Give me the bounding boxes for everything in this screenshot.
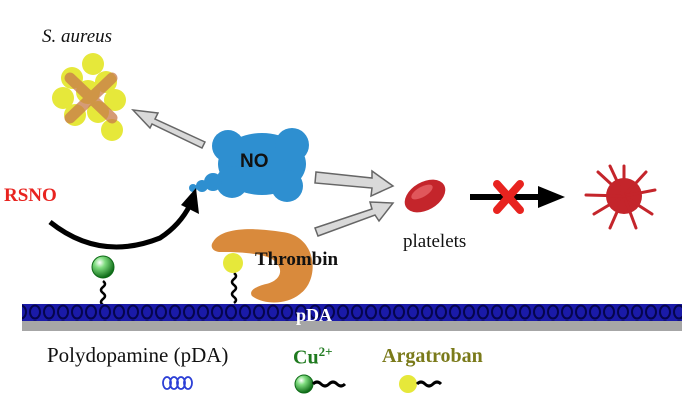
rsno-arrow [48, 188, 199, 250]
pda-surface [22, 304, 682, 331]
pda-label: pDA [296, 305, 333, 325]
legend-copper-label: Cu2+ [293, 345, 333, 368]
legend-argatroban-label: Argatroban [382, 345, 483, 367]
s-aureus-label: S. aureus [42, 26, 113, 47]
no-cloud-icon [189, 128, 309, 202]
legend-pda-label: Polydopamine (pDA) [47, 343, 229, 367]
argatroban-sphere-icon [399, 375, 443, 393]
activated-platelet-icon [584, 164, 657, 230]
cu-charge: 2+ [318, 344, 333, 359]
arrow-no-to-platelets [314, 169, 395, 198]
rsno-label: RSNO [4, 185, 57, 206]
copper-sphere-icon [294, 374, 347, 394]
arrow-to-bacteria [131, 109, 207, 149]
platelets-label: platelets [403, 231, 467, 252]
arrow-thrombin-to-platelets [314, 201, 395, 237]
copper-tether [91, 255, 115, 306]
cu-base: Cu [293, 346, 319, 369]
cross-icon-red [493, 180, 524, 214]
thrombin-label: Thrombin [255, 249, 339, 270]
argatroban-tether [223, 253, 243, 304]
cross-icon [64, 72, 118, 124]
thrombin-icon [211, 229, 313, 303]
no-label: NO [240, 151, 269, 172]
coil-icon [162, 376, 193, 390]
platelet-icon [404, 179, 446, 213]
